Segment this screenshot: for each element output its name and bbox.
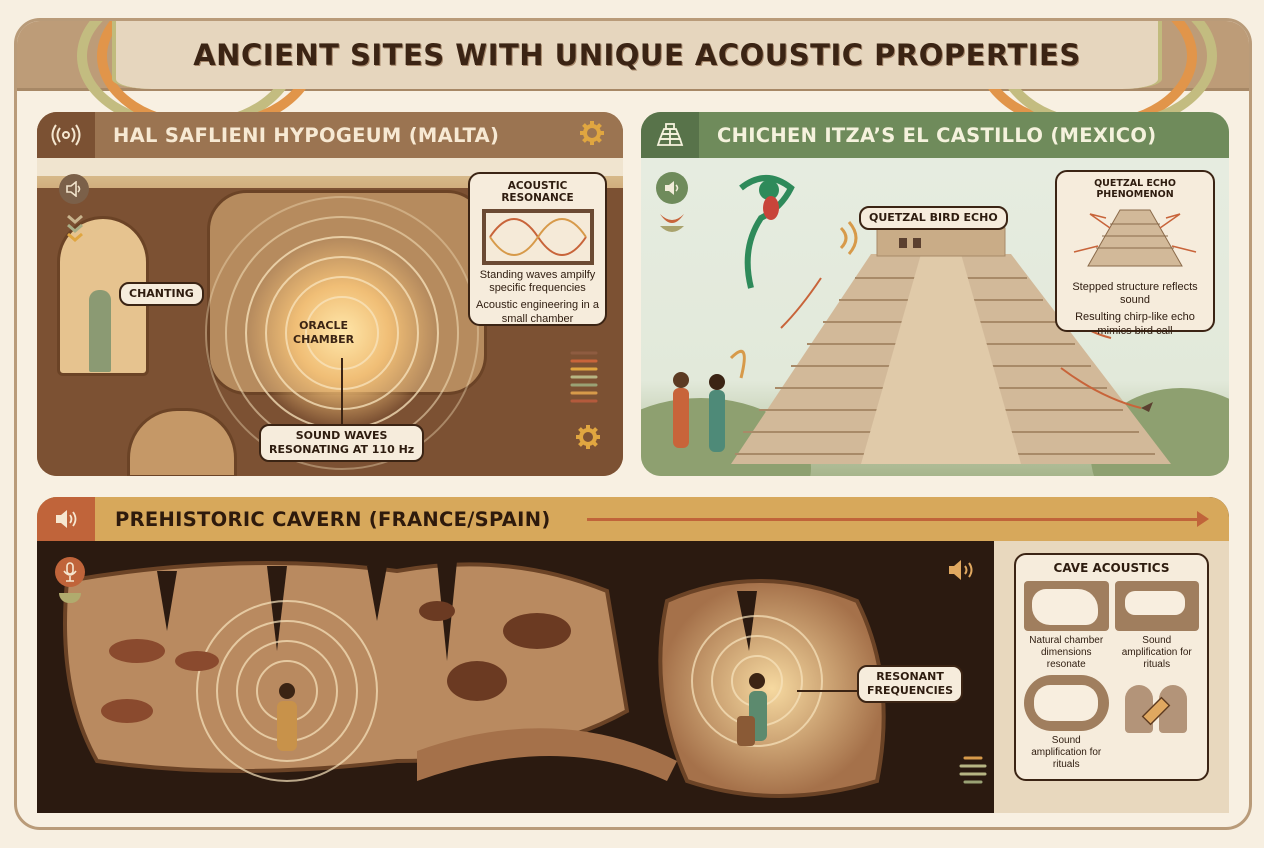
resonant-line2: FREQUENCIES <box>867 683 954 697</box>
cave-acoustics-item <box>1115 675 1200 771</box>
acoustic-resonance-text2: Acoustic engineering in a small chamber <box>476 299 599 325</box>
lower-alcove <box>127 408 237 476</box>
quetzal-echo-text1: Stepped structure reflects sound <box>1072 281 1198 307</box>
color-stripes-icon <box>569 350 599 415</box>
quetzal-bird-echo-label: QUETZAL BIRD ECHO <box>859 206 1008 230</box>
pyramid-illustration <box>641 175 1229 476</box>
malta-scene: CHANTING ORACLE CHAMBER SOUND WAVES RESO… <box>37 158 623 476</box>
acoustic-resonance-text1: Standing waves ampilfy specific frequenc… <box>479 269 596 295</box>
leader-line <box>341 358 343 426</box>
sound-waves-line1: SOUND WAVES <box>295 429 388 442</box>
chanting-label: CHANTING <box>119 282 204 306</box>
timeline-arrow <box>586 510 1209 527</box>
speaker-icon[interactable] <box>59 174 89 204</box>
cavern-header: PREHISTORIC CAVERN (FRANCE/SPAIN) <box>37 497 1229 541</box>
title-band: ANCIENT SITES WITH UNIQUE ACOUSTIC PROPE… <box>17 21 1249 131</box>
mexico-header: CHICHEN ITZA’S EL CASTILLO (MEXICO) <box>641 112 1229 158</box>
quetzal-echo-title: QUETZAL ECHO PHENOMENON <box>1094 178 1176 200</box>
sound-ring <box>205 196 479 470</box>
acoustic-resonance-title: ACOUSTIC RESONANCE <box>501 180 574 204</box>
speaker-icon[interactable] <box>656 172 688 204</box>
sound-amplification-icon <box>1114 581 1199 631</box>
sound-waves-line2: RESONATING AT 110 Hz <box>269 442 415 456</box>
malta-title: HAL SAFLIENI HYPOGEUM (MALTA) <box>113 123 500 147</box>
microphone-icon[interactable] <box>55 557 85 587</box>
cave-acoustics-item: Sound amplification for rituals <box>1114 581 1199 671</box>
chevrons-down-icon <box>65 214 85 249</box>
leaf-icon <box>658 212 686 243</box>
resonant-frequencies-label: RESONANT FREQUENCIES <box>857 665 964 703</box>
mexico-title: CHICHEN ITZA’S EL CASTILLO (MEXICO) <box>717 123 1157 147</box>
cave-acoustics-card: CAVE ACOUSTICS Natural chamber dimension… <box>1014 553 1209 781</box>
pyramid-icon <box>641 112 699 158</box>
chanting-figure <box>89 290 111 372</box>
cave-illustration <box>63 561 886 798</box>
standing-wave-diagram <box>481 209 594 265</box>
gear-icon <box>579 120 605 151</box>
cave-cross-section-icon <box>1024 675 1109 731</box>
acoustic-resonance-card: ACOUSTIC RESONANCE Standing waves ampilf… <box>468 172 607 326</box>
cave-acoustics-caption: Sound amplification for rituals <box>1031 735 1102 770</box>
ritual-figures-icon <box>1115 675 1200 735</box>
panel-mexico: CHICHEN ITZA’S EL CASTILLO (MEXICO) <box>641 112 1229 476</box>
quetzal-echo-card: QUETZAL ECHO PHENOMENON Stepped structur… <box>1055 170 1215 337</box>
cave-acoustics-item: Sound amplification for rituals <box>1024 675 1109 771</box>
title-pill: ANCIENT SITES WITH UNIQUE ACOUSTIC PROPE… <box>112 21 1162 89</box>
bowl-icon <box>59 593 81 603</box>
malta-header: HAL SAFLIENI HYPOGEUM (MALTA) <box>37 112 623 158</box>
cave-acoustics-title: CAVE ACOUSTICS <box>1053 561 1170 575</box>
panel-cavern: PREHISTORIC CAVERN (FRANCE/SPAIN) <box>37 497 1229 813</box>
sound-waves-label: SOUND WAVES RESONATING AT 110 Hz <box>259 424 425 462</box>
gear-icon <box>575 424 601 455</box>
quetzal-echo-text2: Resulting chirp-like echo mimics bird ca… <box>1075 311 1195 337</box>
cave-acoustics-item: Natural chamber dimensions resonate <box>1024 581 1109 671</box>
echo-pyramid-diagram <box>1073 209 1197 267</box>
cave-acoustics-caption: Sound amplification for rituals <box>1121 635 1192 670</box>
arrow-head-icon <box>1197 510 1209 527</box>
speaker-icon <box>37 497 95 541</box>
radio-waves-icon <box>37 112 95 158</box>
oracle-chamber-label: ORACLE CHAMBER <box>293 319 355 346</box>
cavern-title: PREHISTORIC CAVERN (FRANCE/SPAIN) <box>115 507 551 531</box>
menu-lines-icon[interactable] <box>959 755 987 790</box>
chamber-resonance-icon <box>1024 581 1109 631</box>
page-title: ANCIENT SITES WITH UNIQUE ACOUSTIC PROPE… <box>193 38 1081 72</box>
cave-acoustics-side: CAVE ACOUSTICS Natural chamber dimension… <box>994 541 1229 813</box>
resonant-line1: RESONANT <box>876 670 944 683</box>
cave-acoustics-caption: Natural chamber dimensions resonate <box>1029 635 1104 670</box>
cavern-scene: RESONANT FREQUENCIES <box>37 541 994 813</box>
mexico-scene: QUETZAL BIRD ECHO QUETZAL ECHO PHENOMENO… <box>641 158 1229 476</box>
speaker-icon[interactable] <box>947 559 977 586</box>
panel-malta: HAL SAFLIENI HYPOGEUM (MALTA) CHANTING O… <box>37 112 623 476</box>
